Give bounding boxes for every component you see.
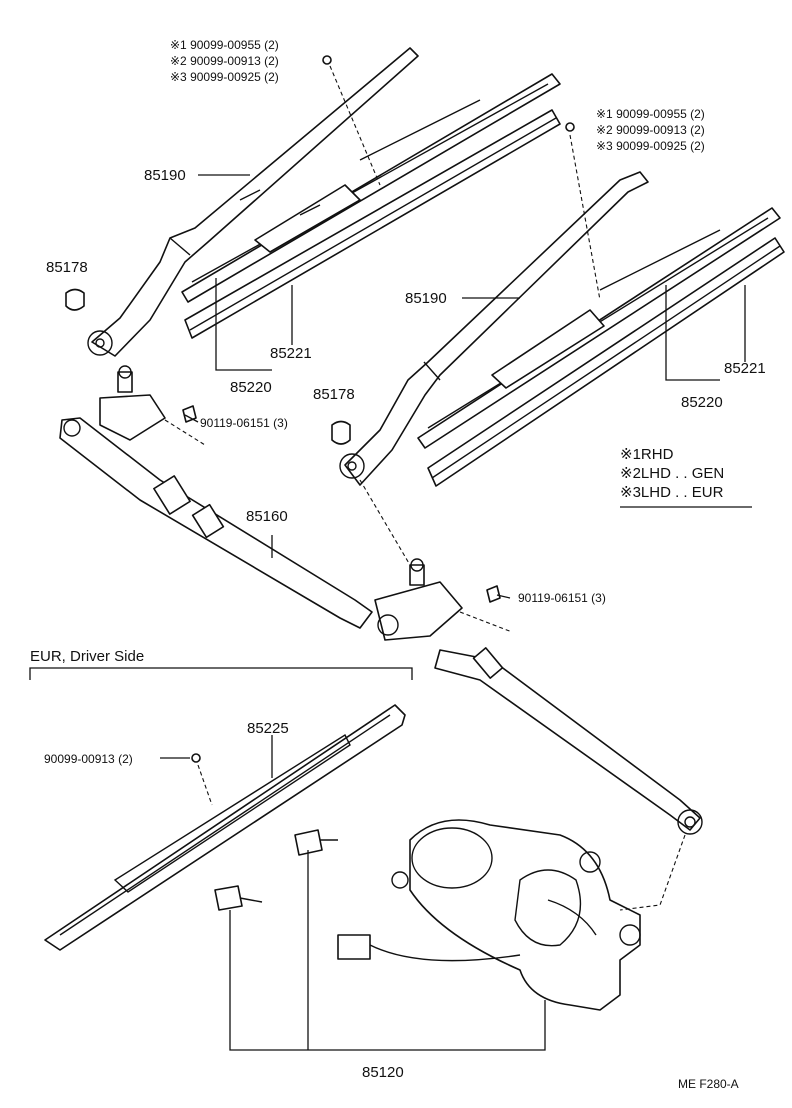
part-label-bolt-left: 90119-06151 (3)	[200, 416, 288, 430]
wiper-blade-right	[417, 207, 781, 449]
wiper-rubber-right	[427, 237, 785, 487]
wiper-blade-left	[181, 73, 561, 303]
bolt-icon-left	[182, 405, 197, 423]
motor-bolt-b	[214, 885, 263, 911]
part-label-motor: 85120	[362, 1064, 404, 1081]
part-label-bolt-right: 90119-06151 (3)	[518, 591, 606, 605]
screw-note-3: ※3 90099-00925 (2)	[170, 70, 279, 84]
wiper-pivot-left	[99, 365, 166, 441]
leader-lines	[29, 174, 752, 1051]
legend: ※1RHD ※2LHD . . GEN ※3LHD . . EUR	[620, 446, 724, 501]
screw-note-2: ※2 90099-00913 (2)	[170, 54, 279, 68]
motor-bolt-a	[294, 829, 338, 856]
part-label-blade-right: 85220	[681, 394, 723, 411]
wiper-pivot-right	[374, 558, 463, 641]
screw-list-top-right: ※1 90099-00955 (2) ※2 90099-00913 (2) ※3…	[596, 107, 705, 153]
wiper-motor	[337, 819, 641, 1011]
assembly-dashed-lines	[164, 65, 686, 911]
part-label-cap-right: 85178	[313, 386, 355, 403]
part-label-blade-left: 85220	[230, 379, 272, 396]
figure-code: ME F280-A	[678, 1077, 739, 1091]
part-label-cap-left: 85178	[46, 259, 88, 276]
legend-item-lhd-eur: ※3LHD . . EUR	[620, 484, 724, 501]
part-label-rubber-left: 85221	[270, 345, 312, 362]
part-label-arm-right: 85190	[405, 290, 447, 307]
screw-note-2: ※2 90099-00913 (2)	[596, 123, 705, 137]
screw-note-3: ※3 90099-00925 (2)	[596, 139, 705, 153]
legend-item-rhd: ※1RHD	[620, 446, 674, 463]
screw-icon-top-left	[322, 55, 332, 65]
screw-icon-eur	[191, 753, 201, 763]
part-label-eur-screw: 90099-00913 (2)	[44, 752, 133, 766]
screw-note-1: ※1 90099-00955 (2)	[596, 107, 705, 121]
wiper-blade-eur	[44, 704, 406, 951]
wiper-arm-right	[339, 171, 649, 486]
bolt-icon-right	[486, 585, 501, 603]
wiper-rubber-left	[184, 109, 561, 339]
screw-note-1: ※1 90099-00955 (2)	[170, 38, 279, 52]
part-label-arm-left: 85190	[144, 167, 186, 184]
wiper-arm-left	[87, 47, 419, 357]
legend-item-lhd-gen: ※2LHD . . GEN	[620, 465, 724, 482]
part-label-rubber-right: 85221	[724, 360, 766, 377]
arm-cap-right	[331, 420, 351, 445]
screw-list-top-left: ※1 90099-00955 (2) ※2 90099-00913 (2) ※3…	[170, 38, 279, 84]
part-label-link: 85160	[246, 508, 288, 525]
arm-cap-left	[65, 288, 85, 311]
part-label-eur-blade: 85225	[247, 720, 289, 737]
section-label-eur: EUR, Driver Side	[30, 648, 144, 665]
wiper-link-rod	[59, 417, 703, 835]
screw-icon-top-right	[565, 122, 575, 132]
